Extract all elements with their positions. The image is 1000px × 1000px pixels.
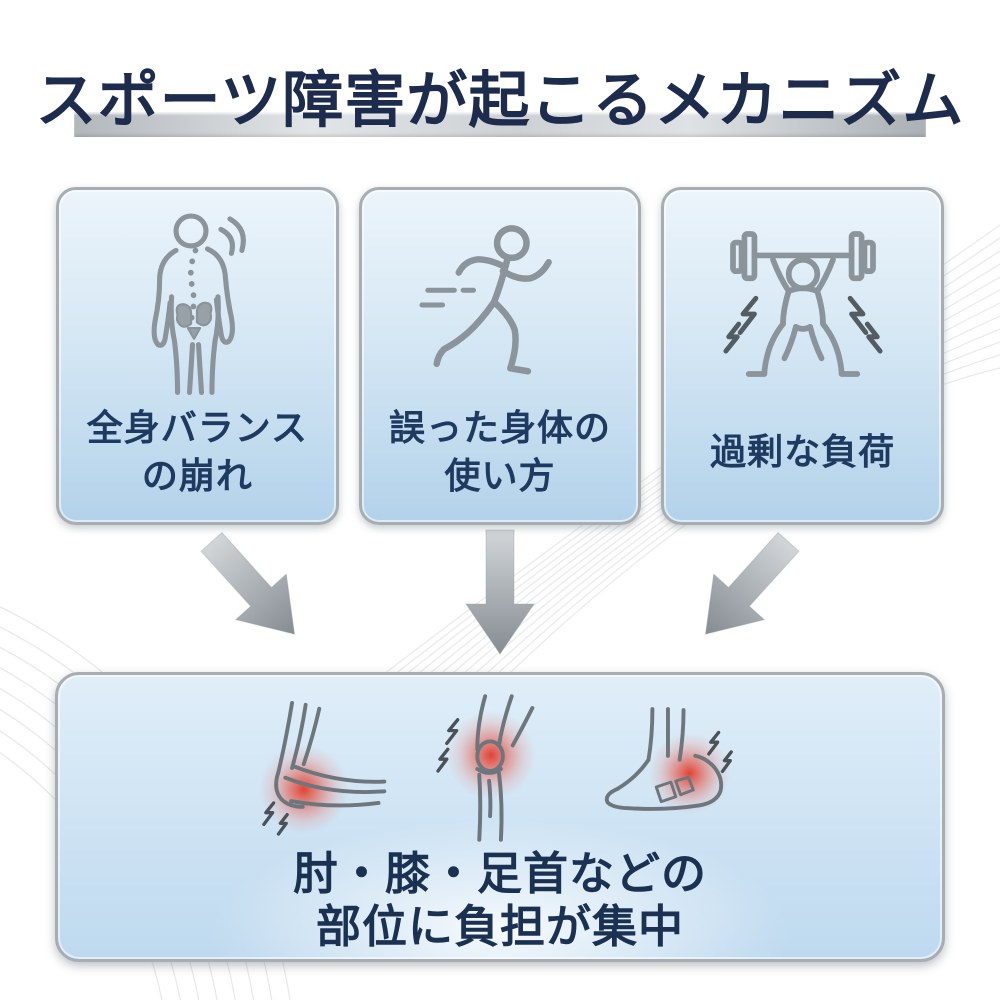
running-form-icon	[419, 225, 552, 375]
cause-label: 過剰な負荷	[710, 395, 895, 522]
title-section: スポーツ障害が起こるメカニズム	[0, 0, 1000, 160]
posture-imbalance-icon	[151, 213, 247, 396]
cause-icon-wrap	[419, 190, 581, 395]
cause-card-body-balance: 全身バランス の崩れ	[56, 187, 339, 525]
cause-label-line1: 過剰な負荷	[710, 430, 896, 472]
result-text-line2: 部位に負担が集中	[315, 901, 684, 953]
cause-label: 誤った身体の 使い方	[389, 395, 611, 522]
cause-label: 全身バランス の崩れ	[87, 395, 308, 522]
arrow-left	[200, 531, 296, 635]
weightlifting-overload-icon	[723, 230, 883, 377]
arrow-middle	[465, 529, 535, 655]
cause-card-wrong-body-use: 誤った身体の 使い方	[358, 187, 642, 525]
arrow-right	[704, 531, 800, 635]
cause-label-line1: 誤った身体の	[389, 406, 612, 448]
cause-icon-wrap	[122, 190, 272, 396]
result-text: 肘・膝・足首などの 部位に負担が集中	[293, 847, 707, 953]
cause-label-line2: の崩れ	[141, 454, 253, 496]
cause-icon-wrap	[717, 190, 889, 395]
ankle-pain-icon	[604, 707, 733, 815]
knee-pain-icon	[436, 694, 536, 842]
cause-label-line1: 全身バランス	[86, 406, 308, 448]
joint-icons-row	[260, 689, 740, 847]
cause-label-line2: 使い方	[444, 454, 556, 496]
converging-arrows	[200, 529, 800, 655]
cause-card-excessive-load: 過剰な負荷	[661, 187, 945, 525]
result-text-line1: 肘・膝・足首などの	[292, 848, 707, 899]
elbow-pain-icon	[260, 700, 387, 836]
page-title: スポーツ障害が起こるメカニズム	[35, 68, 965, 135]
causes-row: 全身バランス の崩れ 誤った身体の	[56, 187, 945, 525]
title-underline-bar	[74, 112, 926, 137]
result-card: 肘・膝・足首などの 部位に負担が集中	[55, 672, 945, 962]
